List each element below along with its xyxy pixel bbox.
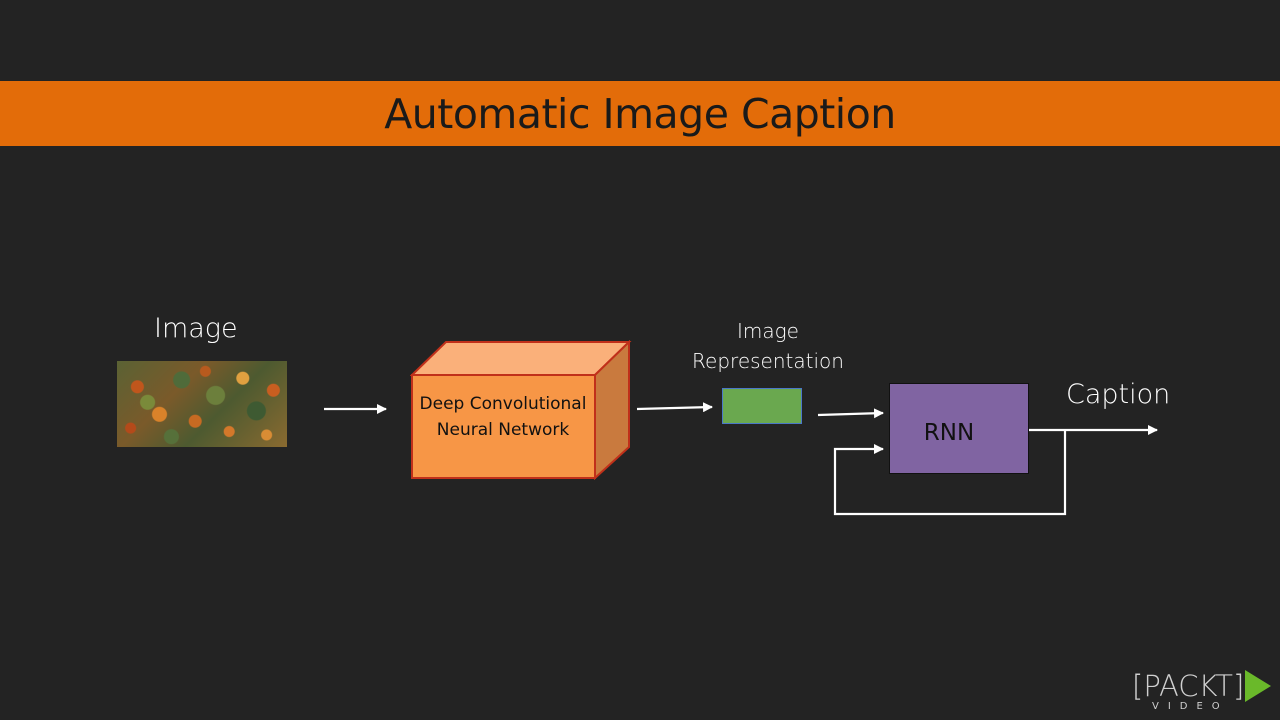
cnn-cube-front bbox=[411, 374, 596, 479]
title-bar: Automatic Image Caption bbox=[0, 81, 1280, 146]
image-label: Image bbox=[154, 313, 238, 344]
caption-label: Caption bbox=[1066, 379, 1171, 410]
arrow-representation-to-rnn bbox=[817, 408, 884, 419]
arrow-rnn-feedback-loop bbox=[833, 431, 1067, 516]
rnn-block bbox=[889, 383, 1029, 474]
packt-logo-subtitle: VIDEO bbox=[1152, 701, 1229, 712]
play-triangle-icon bbox=[1245, 670, 1271, 702]
cnn-label: Deep Convolutional Neural Network bbox=[419, 394, 587, 440]
forest-aerial-photo bbox=[117, 361, 287, 447]
slide-title: Automatic Image Caption bbox=[384, 90, 896, 138]
arrow-cnn-to-representation bbox=[636, 402, 713, 413]
representation-vector bbox=[722, 388, 802, 424]
cnn-cube bbox=[410, 340, 632, 480]
packt-logo-text: [PACKT] bbox=[1132, 669, 1245, 703]
representation-label: Image Representation bbox=[692, 319, 844, 373]
rnn-label: RNN bbox=[923, 420, 975, 446]
